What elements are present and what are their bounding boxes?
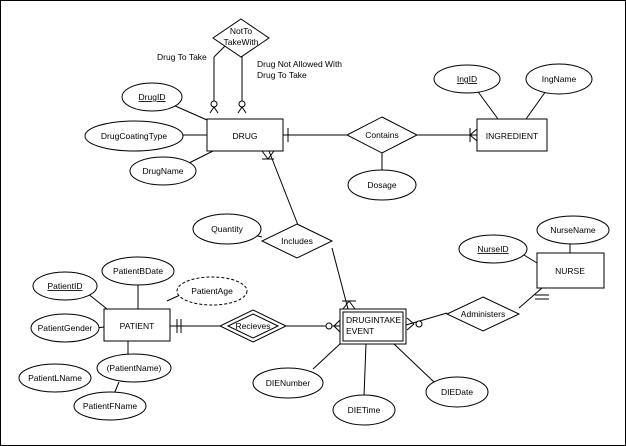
relationship-administers[interactable]: Administers xyxy=(445,296,521,332)
attribute-quantity-label: Quantity xyxy=(211,224,243,234)
entity-patient[interactable]: PATIENT xyxy=(103,308,171,342)
attribute-patientid-label: PatientID xyxy=(48,281,83,291)
attribute-patientid[interactable]: PatientID xyxy=(32,271,98,301)
attribute-drugname[interactable]: DrugName xyxy=(129,156,197,186)
attribute-patientage-label: PatientAge xyxy=(191,286,233,296)
line-die-number xyxy=(312,342,342,370)
entity-drug-label: DRUG xyxy=(232,131,257,141)
line-ingredient-ingname xyxy=(525,90,547,120)
line-drug-drugname xyxy=(188,150,214,164)
attribute-patientname-composite[interactable]: (PatientName) xyxy=(96,353,172,383)
attribute-dietime-label: DIETime xyxy=(348,405,381,415)
attribute-patientfname[interactable]: PatientFName xyxy=(73,391,147,421)
line-ingredient-ingid xyxy=(475,88,499,120)
relationship-contains-label: Contains xyxy=(365,130,399,140)
attribute-dienumber-label: DIENumber xyxy=(266,378,311,388)
attribute-patientlname-label: PatientLName xyxy=(28,373,82,383)
attribute-ingname-label: IngName xyxy=(542,74,577,84)
cardinality-drugintake-left-crow xyxy=(333,319,341,333)
attribute-nursename-label: NurseName xyxy=(550,225,596,235)
attribute-patientgender[interactable]: PatientGender xyxy=(30,313,100,343)
cardinality-drugintake-right-crow xyxy=(406,317,415,331)
attribute-patientgender-label: PatientGender xyxy=(38,323,93,333)
attribute-dosage[interactable]: Dosage xyxy=(347,169,417,201)
attribute-nurseid[interactable]: NurseID xyxy=(458,234,528,264)
entity-drugintake-event[interactable]: DRUGINTAKE EVENT xyxy=(339,308,407,345)
line-die-date xyxy=(393,343,435,383)
attribute-drugcoatingtype[interactable]: DrugCoatingType xyxy=(84,120,184,152)
line-drug-drugid xyxy=(172,104,208,121)
role-label-not-allowed-1: Drug Not Allowed With xyxy=(257,59,342,69)
line-nurse-nurseid xyxy=(523,254,538,264)
line-nurse-administers xyxy=(518,287,543,309)
line-includes-drugintake xyxy=(331,247,349,310)
entity-drugintake-label-1: DRUGINTAKE xyxy=(346,315,401,325)
attribute-drugcoatingtype-label: DrugCoatingType xyxy=(101,131,167,141)
attribute-dietime[interactable]: DIETime xyxy=(332,394,396,426)
entity-drug[interactable]: DRUG xyxy=(206,118,284,152)
entity-drugintake-label-2: EVENT xyxy=(346,326,374,336)
relationship-administers-label: Administers xyxy=(461,309,505,319)
relationship-recieves-label: Recieves xyxy=(236,321,271,331)
cardinality-drug-top-crows xyxy=(209,106,247,114)
line-administers-drugintake xyxy=(405,312,448,326)
role-label-drug-to-take: Drug To Take xyxy=(157,52,207,62)
role-label-not-allowed-2: Drug To Take xyxy=(257,70,307,80)
attribute-ingid[interactable]: IngID xyxy=(433,64,501,94)
relationship-includes-label: Includes xyxy=(281,236,313,246)
attribute-diedate-label: DIEDate xyxy=(441,387,473,397)
attribute-ingid-label: IngID xyxy=(457,74,477,84)
attribute-patientage-derived[interactable]: PatientAge xyxy=(176,276,248,306)
attribute-drugid-label: DrugID xyxy=(139,92,166,102)
attribute-patientfname-label: PatientFName xyxy=(83,401,138,411)
attribute-patientbdate[interactable]: PatientBDate xyxy=(101,256,175,286)
attribute-dienumber[interactable]: DIENumber xyxy=(252,367,324,399)
relationship-recieves[interactable]: Recieves xyxy=(218,309,288,343)
entity-ingredient[interactable]: INGREDIENT xyxy=(476,118,548,152)
cardinality-drugintake-includes-crow xyxy=(342,300,356,310)
cardinality-drugintake-left-circle xyxy=(325,322,333,330)
attribute-drugname-label: DrugName xyxy=(142,166,183,176)
attribute-patientlname[interactable]: PatientLName xyxy=(18,363,92,393)
attribute-dosage-label: Dosage xyxy=(367,180,397,190)
line-drug-includes xyxy=(268,150,299,226)
entity-nurse[interactable]: NURSE xyxy=(536,252,605,289)
line-patient-age xyxy=(166,294,181,302)
attribute-diedate[interactable]: DIEDate xyxy=(425,376,489,408)
cardinality-drug-includes-crow xyxy=(261,150,275,160)
attribute-ingname[interactable]: IngName xyxy=(525,63,593,95)
cardinality-drugintake-right-circle xyxy=(415,320,423,328)
line-patient-patientid xyxy=(86,292,108,310)
attribute-quantity[interactable]: Quantity xyxy=(192,213,262,245)
attribute-nursename[interactable]: NurseName xyxy=(536,215,610,245)
relationship-nottotakewith-label-1: NotTo xyxy=(230,26,252,36)
entity-ingredient-label: INGREDIENT xyxy=(486,131,538,141)
relationship-contains[interactable]: Contains xyxy=(345,116,419,154)
entity-patient-label: PATIENT xyxy=(120,321,155,331)
attribute-nurseid-label: NurseID xyxy=(477,244,508,254)
relationship-includes[interactable]: Includes xyxy=(260,223,334,259)
line-die-time xyxy=(363,343,367,397)
entity-nurse-label: NURSE xyxy=(555,266,585,276)
attribute-patientname-label: (PatientName) xyxy=(107,363,162,373)
cardinality-ingredient-crow xyxy=(469,128,478,142)
attribute-drugid[interactable]: DrugID xyxy=(121,82,183,112)
relationship-nottotakewith-label-2: TakeWith xyxy=(224,37,259,47)
relationship-nottotakewith[interactable]: NotTo TakeWith xyxy=(212,18,270,58)
attribute-patientbdate-label: PatientBDate xyxy=(113,266,163,276)
